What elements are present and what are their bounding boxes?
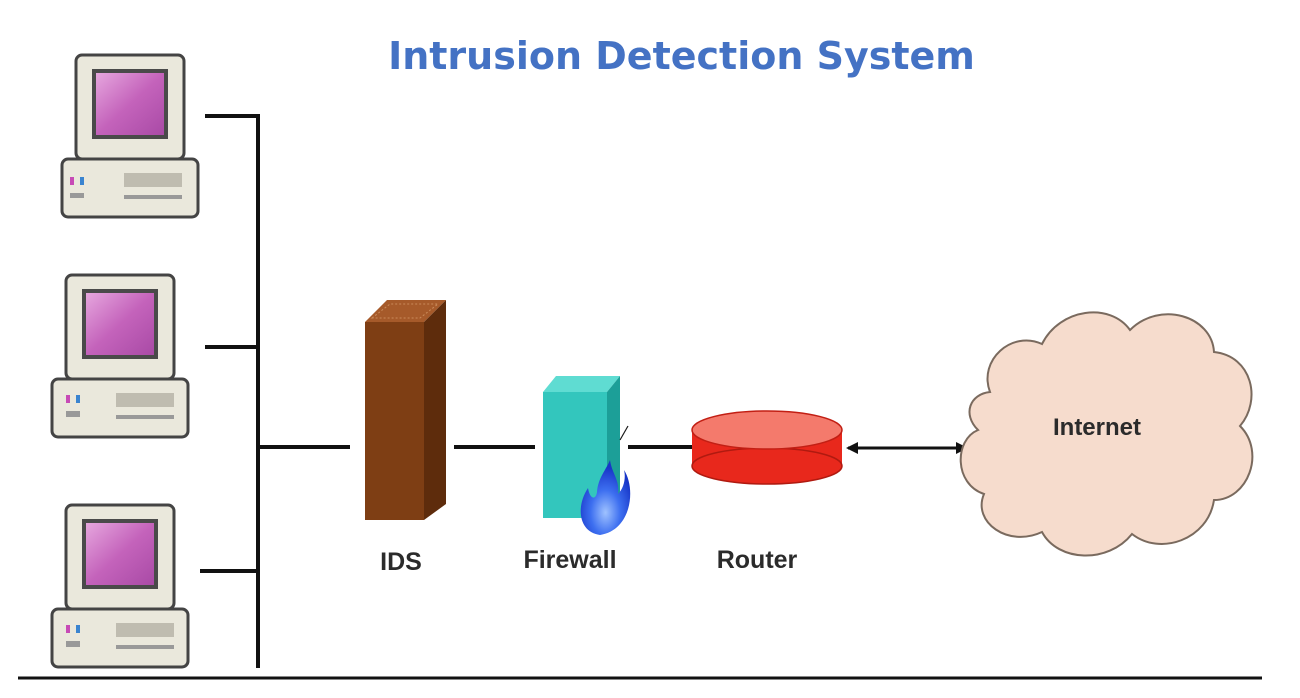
computer-icon (50, 503, 190, 669)
firewall-icon (543, 376, 631, 535)
cloud-icon (959, 311, 1254, 557)
diagram-title: Intrusion Detection System (388, 34, 975, 78)
network-links (18, 114, 1262, 680)
router-icon (691, 410, 843, 485)
computer-icon (60, 53, 200, 219)
computer-icon (50, 273, 190, 439)
internet-label: Internet (1052, 414, 1141, 441)
flame-icon (580, 460, 631, 535)
router-label: Router (716, 546, 798, 574)
ids-tower-icon (365, 300, 446, 520)
firewall-label: Firewall (523, 546, 617, 574)
ids-label: IDS (380, 548, 422, 576)
